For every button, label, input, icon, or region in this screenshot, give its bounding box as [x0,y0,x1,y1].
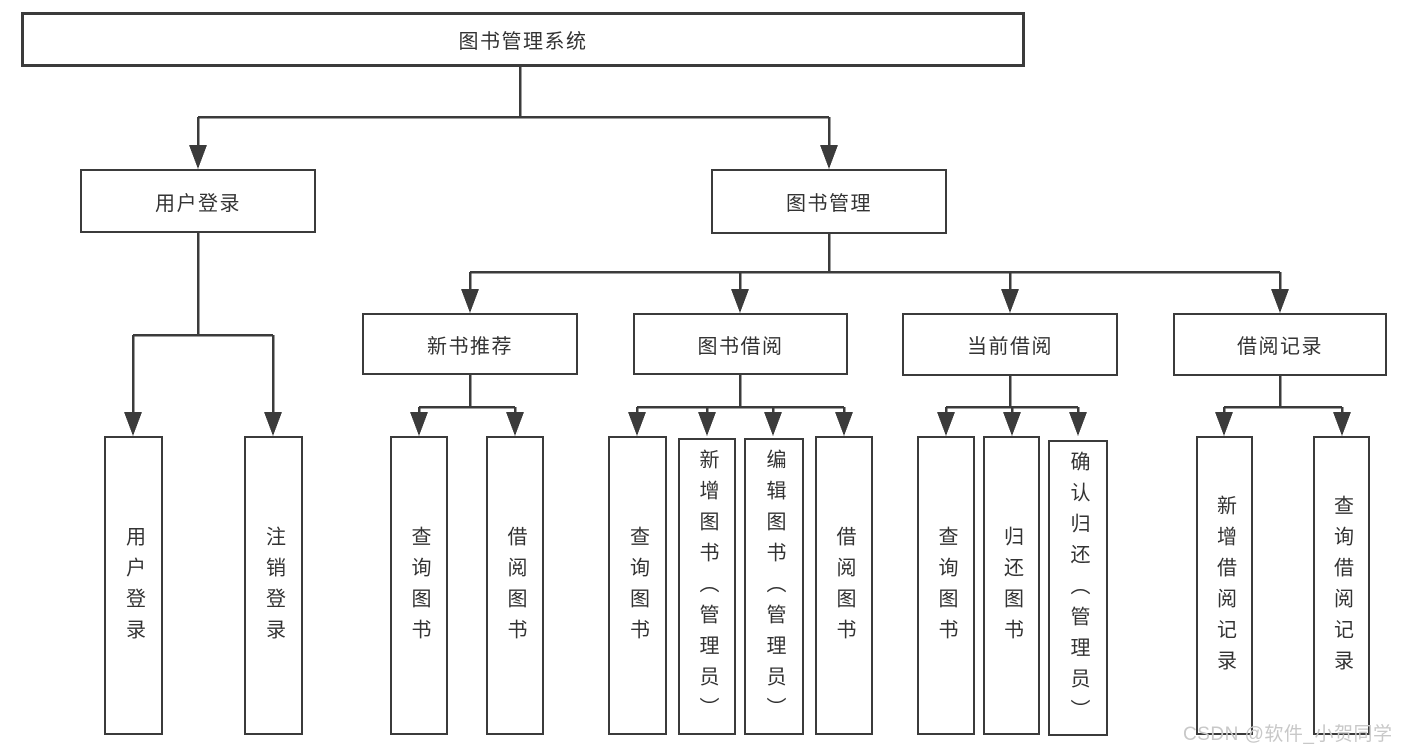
arrow-down-icon [264,412,282,436]
arrow-down-icon [1271,289,1289,313]
edge-records-to-leaves [1222,376,1344,414]
node-root-title: 图书管理系统 [21,12,1025,67]
node-leaf-logout: 注销登录 [244,436,303,735]
node-leaf-query-book-current: 查询图书 [917,436,975,735]
arrow-down-icon [189,145,207,169]
arrow-down-icon [410,412,428,436]
node-leaf-borrow-book-recommend: 借阅图书 [486,436,544,735]
node-book-management: 图书管理 [711,169,947,234]
node-leaf-user-login: 用户登录 [104,436,163,735]
node-leaf-borrow-book-borrow: 借阅图书 [815,436,873,735]
arrow-down-icon [1003,412,1021,436]
arrow-down-icon [1001,289,1019,313]
arrow-down-icon [124,412,142,436]
tree-edges [131,67,1344,414]
node-borrow-records: 借阅记录 [1173,313,1387,376]
arrowheads [124,145,1351,436]
edge-root-to-level2 [196,67,831,146]
edge-current-to-leaves [944,376,1080,414]
arrow-down-icon [937,412,955,436]
arrow-down-icon [506,412,524,436]
node-leaf-query-book-recommend: 查询图书 [390,436,448,735]
arrow-down-icon [764,412,782,436]
node-leaf-query-book-borrow: 查询图书 [608,436,667,735]
node-leaf-add-book-admin: 新增图书（管理员） [678,438,736,735]
node-new-book-recommend: 新书推荐 [362,313,578,375]
node-leaf-add-borrow-record: 新增借阅记录 [1196,436,1253,735]
edge-recommend-to-leaves [417,375,517,414]
arrow-down-icon [835,412,853,436]
arrow-down-icon [1333,412,1351,436]
csdn-watermark: CSDN @软件_小贺同学 [1183,724,1393,745]
edge-borrow-to-leaves [635,375,846,414]
arrow-down-icon [461,289,479,313]
arrow-down-icon [1215,412,1233,436]
arrow-down-icon [820,145,838,169]
arrow-down-icon [1069,412,1087,436]
arrow-down-icon [628,412,646,436]
arrow-down-icon [731,289,749,313]
edge-userlogin-to-leaves [131,233,275,413]
node-leaf-query-borrow-record: 查询借阅记录 [1313,436,1370,735]
edge-bookmgmt-to-level3 [468,234,1282,291]
node-leaf-return-book: 归还图书 [983,436,1040,735]
arrow-down-icon [698,412,716,436]
node-current-borrow: 当前借阅 [902,313,1118,376]
node-book-borrow: 图书借阅 [633,313,848,375]
node-user-login: 用户登录 [80,169,316,233]
node-leaf-edit-book-admin: 编辑图书（管理员） [744,438,804,735]
node-leaf-confirm-return-admin: 确认归还（管理员） [1048,440,1108,736]
